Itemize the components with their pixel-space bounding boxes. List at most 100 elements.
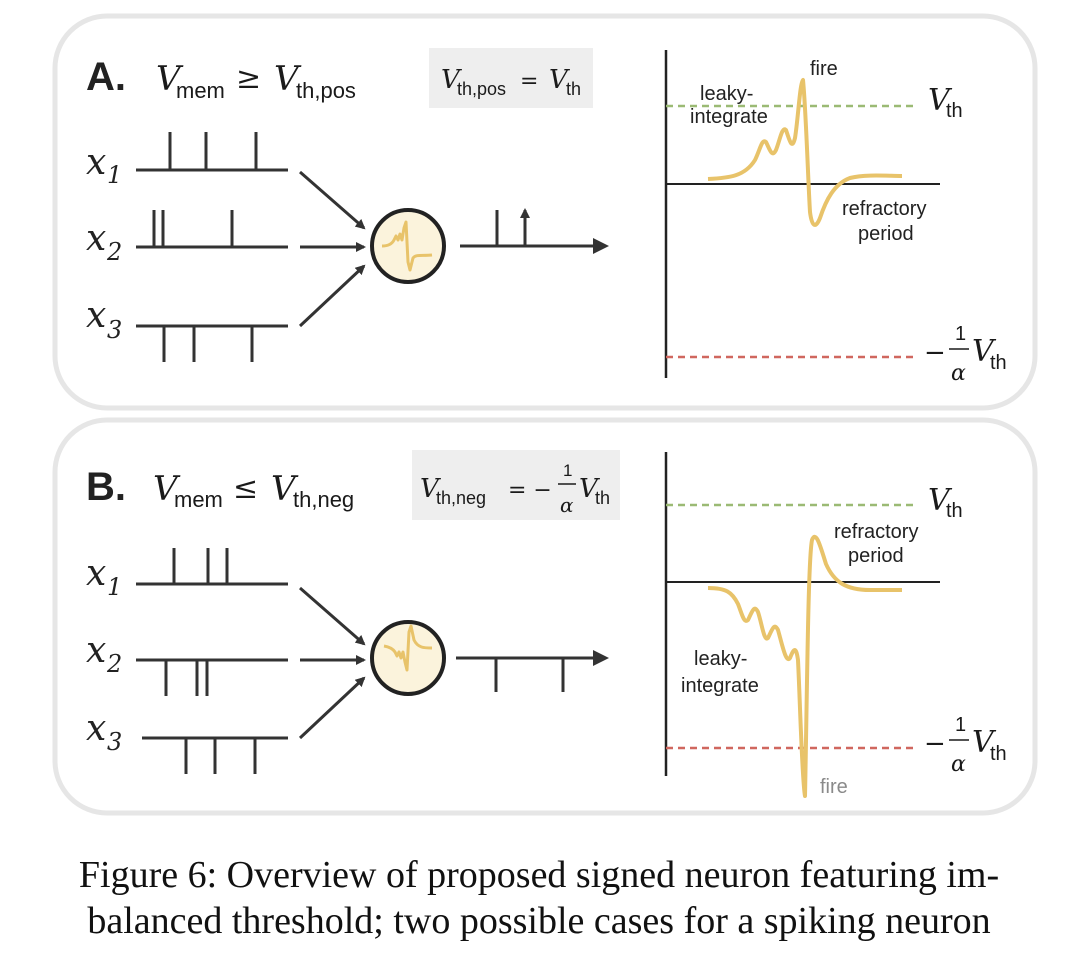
panel-a-spike-train-1 xyxy=(136,132,288,172)
panel-b-neuron xyxy=(370,620,446,696)
panel-a-threshold-pos-label: V th xyxy=(928,83,963,122)
panel-a-threshold-neg-label: − 1 α V th xyxy=(924,323,1007,386)
caption-line-1: Figure 6: Overview of proposed signed ne… xyxy=(78,854,1000,896)
panel-b-output-spikes xyxy=(456,656,596,692)
panel-b-condition: V mem ≤ V th,neg xyxy=(153,469,354,512)
panel-a-definition-box: V th,pos = V th xyxy=(429,48,593,108)
svg-text:x: x xyxy=(86,708,106,749)
svg-text:2: 2 xyxy=(106,238,122,266)
panel-b-threshold-neg-label: − 1 α V th xyxy=(924,714,1007,777)
svg-text:−: − xyxy=(924,729,946,759)
panel-a-input-x3: x 3 xyxy=(86,295,122,344)
panel-a-output-arrowhead xyxy=(593,238,609,254)
panel-a-membrane-trace xyxy=(707,78,903,227)
panel-a-spike-train-3 xyxy=(136,324,288,362)
svg-text:x: x xyxy=(86,630,106,671)
svg-text:1: 1 xyxy=(955,714,966,736)
panel-b-refractory-label-1: refractory xyxy=(834,521,918,543)
svg-text:α: α xyxy=(951,752,966,777)
panel-a-spike-train-2 xyxy=(136,210,288,249)
panel-b-fire-label: fire xyxy=(820,776,848,798)
svg-text:−: − xyxy=(924,338,946,368)
svg-text:V: V xyxy=(420,474,441,504)
panel-a-letter: A. xyxy=(86,55,126,99)
panel-a-output-spikes xyxy=(460,210,596,248)
svg-text:x: x xyxy=(86,295,106,336)
svg-text:≥: ≥ xyxy=(236,61,261,96)
svg-text:mem: mem xyxy=(174,487,223,512)
svg-text:V: V xyxy=(928,483,953,518)
svg-text:V: V xyxy=(928,83,953,118)
svg-text:th: th xyxy=(990,743,1007,765)
panel-b-spike-train-2 xyxy=(136,658,288,696)
panel-a-fire-label: fire xyxy=(810,58,838,80)
svg-text:th,neg: th,neg xyxy=(436,488,486,508)
panel-a-arrow-in-1 xyxy=(299,170,366,230)
panel-b-membrane-trace xyxy=(707,534,902,798)
panel-b-arrow-in-1 xyxy=(299,586,366,646)
panel-a-input-x2: x 2 xyxy=(86,218,122,266)
svg-text:th: th xyxy=(566,79,581,99)
svg-text:1: 1 xyxy=(107,573,122,601)
svg-text:th,pos: th,pos xyxy=(296,78,356,103)
svg-text:th: th xyxy=(946,100,963,122)
svg-text:V: V xyxy=(153,469,181,509)
svg-text:V: V xyxy=(972,725,997,760)
panel-a-leaky-label-1: leaky- xyxy=(700,83,753,105)
svg-text:V: V xyxy=(549,65,570,95)
svg-text:= −: = − xyxy=(508,478,552,503)
svg-text:x: x xyxy=(86,553,106,594)
svg-text:3: 3 xyxy=(107,316,122,344)
svg-text:α: α xyxy=(560,493,574,517)
svg-text:mem: mem xyxy=(176,78,225,103)
panel-b-plot: refractory period leaky- integrate fire … xyxy=(664,452,1007,798)
panel-b-input-x2: x 2 xyxy=(86,630,122,678)
svg-text:th,neg: th,neg xyxy=(293,487,354,512)
panel-b-arrow-in-3 xyxy=(298,676,366,740)
panel-a-frame xyxy=(52,13,1038,411)
svg-text:V: V xyxy=(274,59,302,99)
svg-text:2: 2 xyxy=(106,650,122,678)
svg-text:th: th xyxy=(595,488,610,508)
panel-a-neuron-trace xyxy=(381,220,433,272)
panel-b: B. V mem ≤ V th,neg V th,neg = − 1 α V t… xyxy=(52,417,1038,816)
svg-text:1: 1 xyxy=(563,461,572,480)
svg-text:th,pos: th,pos xyxy=(457,79,506,99)
panel-a-arrow-in-3 xyxy=(298,264,366,328)
panel-b-leaky-label-2: integrate xyxy=(681,675,759,697)
svg-text:V: V xyxy=(441,65,462,95)
panel-b-neuron-trace xyxy=(383,624,433,672)
panel-a-refractory-label-1: refractory xyxy=(842,198,926,220)
panel-b-definition-box: V th,neg = − 1 α V th xyxy=(412,450,620,520)
svg-text:V: V xyxy=(271,469,299,509)
svg-text:1: 1 xyxy=(107,161,122,189)
svg-text:th: th xyxy=(990,352,1007,374)
panel-b-input-x3: x 3 xyxy=(86,708,122,756)
panel-b-spike-train-3 xyxy=(142,736,288,774)
panel-a-plot: fire leaky- integrate refractory period … xyxy=(664,50,1007,386)
svg-text:x: x xyxy=(86,218,106,259)
panel-a-leaky-label-2: integrate xyxy=(690,106,768,128)
svg-text:x: x xyxy=(86,142,106,183)
svg-text:1: 1 xyxy=(955,323,966,345)
panel-a-refractory-label-2: period xyxy=(858,223,914,245)
panel-b-leaky-label-1: leaky- xyxy=(694,648,747,670)
panel-b-refractory-label-2: period xyxy=(848,545,904,567)
panel-b-threshold-pos-label: V th xyxy=(928,483,963,522)
panel-b-letter: B. xyxy=(86,465,126,509)
panel-b-input-x1: x 1 xyxy=(86,553,122,601)
panel-a: A. V mem ≥ V th,pos V th,pos = V th x 1 … xyxy=(52,13,1038,411)
panel-b-spike-train-1 xyxy=(136,548,288,586)
panel-a-input-x1: x 1 xyxy=(86,142,122,189)
svg-text:=: = xyxy=(520,69,538,94)
panel-a-neuron xyxy=(370,208,446,284)
svg-text:V: V xyxy=(972,334,997,369)
figure-caption: Figure 6: Overview of proposed signed ne… xyxy=(0,852,1078,944)
svg-text:V: V xyxy=(579,474,600,504)
svg-text:3: 3 xyxy=(107,728,122,756)
svg-text:th: th xyxy=(946,500,963,522)
svg-text:α: α xyxy=(951,361,966,386)
panel-a-condition: V mem ≥ V th,pos xyxy=(156,59,356,103)
svg-text:V: V xyxy=(156,59,184,99)
